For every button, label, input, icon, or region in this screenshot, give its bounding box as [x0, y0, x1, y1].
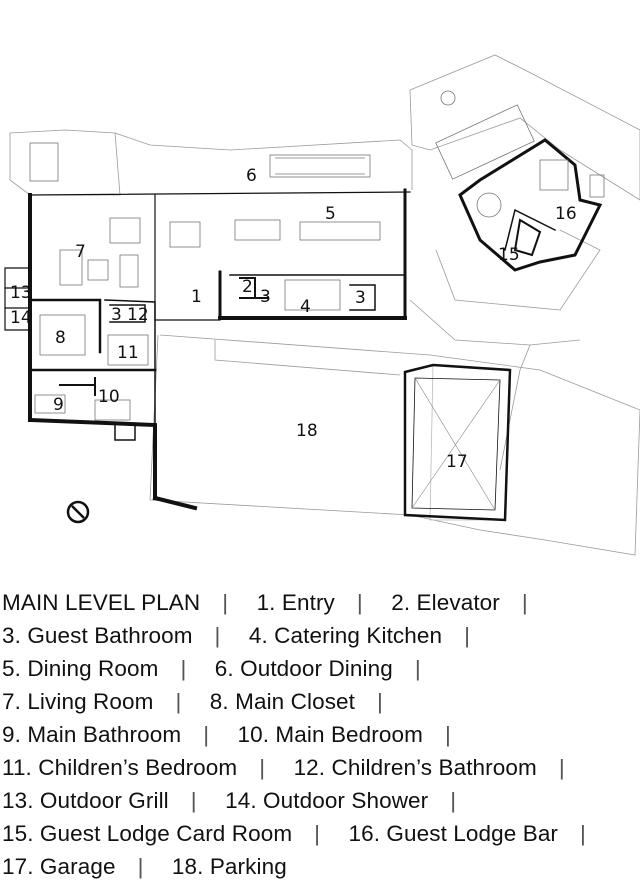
legend-separator: |	[580, 821, 586, 846]
legend-separator: |	[464, 623, 471, 648]
room-label-3c: 3	[355, 288, 366, 308]
legend-separator: |	[190, 788, 197, 813]
building-walls	[4, 138, 603, 522]
plan-legend: MAIN LEVEL PLAN| 1. Entry| 2. Elevator| …	[2, 586, 638, 883]
legend-separator: |	[450, 788, 457, 813]
legend-separator: |	[377, 689, 383, 714]
legend-item-6: 6. Outdoor Dining	[214, 656, 393, 681]
legend-separator: |	[203, 722, 210, 747]
room-label-12: 12	[127, 305, 149, 325]
legend-item-14: 14. Outdoor Shower	[225, 788, 429, 813]
legend-item-16: 16. Guest Lodge Bar	[348, 821, 559, 846]
legend-separator: |	[214, 623, 221, 648]
room-label-14: 14	[10, 308, 32, 328]
legend-item-1: 1. Entry	[256, 590, 335, 615]
room-label-3: 3	[260, 287, 271, 307]
legend-separator: |	[314, 821, 321, 846]
room-label-4: 4	[300, 297, 311, 317]
legend-separator: |	[259, 755, 266, 780]
legend-separator: |	[521, 590, 528, 615]
room-label-3b: 3	[111, 305, 122, 325]
room-label-8: 8	[55, 328, 66, 348]
legend-item-17: 17. Garage	[2, 854, 116, 879]
legend-separator: |	[180, 656, 187, 681]
room-label-2: 2	[242, 277, 253, 297]
legend-item-5: 5. Dining Room	[2, 656, 159, 681]
furniture	[29, 90, 605, 421]
legend-separator: |	[444, 722, 451, 747]
legend-item-9: 9. Main Bathroom	[2, 722, 182, 747]
room-label-9: 9	[53, 395, 64, 415]
site-outline	[9, 54, 640, 556]
room-label-17: 17	[446, 452, 468, 472]
legend-separator: |	[356, 590, 363, 615]
room-label-13: 13	[10, 283, 32, 303]
legend-separator: |	[175, 689, 182, 714]
room-label-11: 11	[117, 343, 139, 363]
legend-separator: |	[222, 590, 229, 615]
legend-item-13: 13. Outdoor Grill	[2, 788, 169, 813]
room-labels: 1 2 3 4 5 6 7 8 9 10 11 3 12 13 14 3 15 …	[10, 166, 577, 472]
legend-item-3: 3. Guest Bathroom	[2, 623, 193, 648]
legend-item-10: 10. Main Bedroom	[237, 722, 423, 747]
room-label-6: 6	[246, 166, 257, 186]
room-label-10: 10	[98, 387, 120, 407]
legend-separator: |	[558, 755, 565, 780]
legend-item-7: 7. Living Room	[2, 689, 154, 714]
legend-item-4: 4. Catering Kitchen	[248, 623, 443, 648]
floor-plan: 1 2 3 4 5 6 7 8 9 10 11 3 12 13 14 3 15 …	[4, 54, 640, 556]
room-label-16: 16	[555, 204, 577, 224]
north-arrow	[66, 500, 90, 524]
legend-item-12: 12. Children’s Bathroom	[293, 755, 537, 780]
room-label-5: 5	[325, 204, 336, 224]
room-label-15: 15	[498, 245, 520, 265]
legend-separator: |	[414, 656, 421, 681]
legend-item-11: 11. Children’s Bedroom	[2, 755, 238, 780]
legend-item-8: 8. Main Closet	[209, 689, 356, 714]
legend-item-15: 15. Guest Lodge Card Room	[2, 821, 293, 846]
room-label-18: 18	[296, 421, 318, 441]
legend-item-2: 2. Elevator	[391, 590, 500, 615]
legend-separator: |	[137, 854, 144, 879]
legend-item-18: 18. Parking	[171, 854, 287, 879]
room-label-1: 1	[191, 287, 202, 307]
room-label-7: 7	[75, 242, 86, 262]
legend-title: MAIN LEVEL PLAN	[2, 590, 201, 615]
